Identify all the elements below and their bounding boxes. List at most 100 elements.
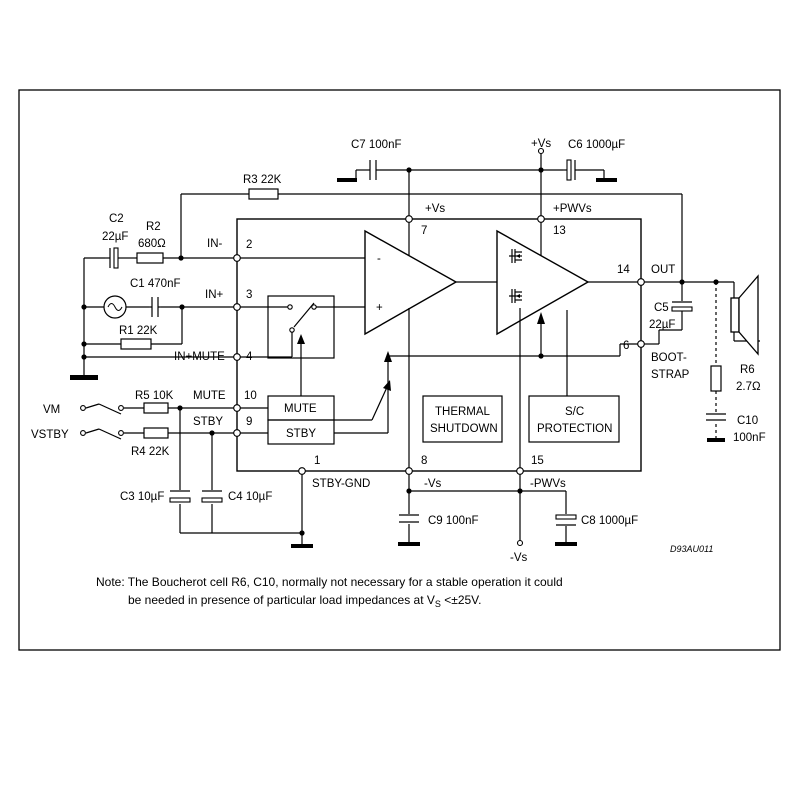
junction: [713, 279, 719, 285]
minus-vs-terminal: [516, 539, 524, 547]
label-r4: R4 22K: [131, 446, 170, 458]
outer-frame: [18, 89, 781, 651]
capacitor-c7: [364, 160, 380, 180]
junction: [406, 167, 412, 173]
label-thermal-line2: SHUTDOWN: [430, 423, 498, 435]
pin-4: 4: [246, 351, 253, 363]
junction: [177, 405, 183, 411]
label-c9: C9 100nF: [428, 515, 479, 527]
label-r2: R2: [146, 221, 161, 233]
capacitor-c3: [169, 490, 191, 503]
pin-3: 3: [246, 289, 252, 301]
label-out: OUT: [651, 264, 675, 276]
label-bootstrap-line1: BOOT-: [651, 352, 687, 364]
pin-14: 14: [617, 264, 630, 276]
capacitor-c8: [555, 514, 577, 526]
capacitor-c2: [105, 247, 121, 269]
label-opamp-minus: -: [377, 253, 381, 265]
stby-block: [267, 419, 335, 445]
vs-top-terminal: [537, 147, 545, 155]
label-stby-block: STBY: [286, 428, 316, 440]
thermal-shutdown-block: [422, 395, 503, 443]
speaker: [730, 274, 759, 356]
label-mute-block: MUTE: [284, 403, 317, 415]
label-in-minus: IN-: [207, 238, 223, 250]
capacitor-c9: [399, 514, 419, 523]
junction: [538, 353, 544, 359]
pin-2: 2: [246, 239, 252, 251]
bottom-supply-network: [398, 474, 577, 546]
label-minus-vs: -Vs: [424, 478, 442, 490]
preamp-opamp: [364, 229, 458, 336]
label-in-mute: IN+MUTE: [174, 351, 225, 363]
junction: [81, 354, 87, 360]
input-selector-switch: [237, 302, 365, 358]
junction: [179, 304, 185, 310]
label-c4: C4 10µF: [228, 491, 272, 503]
label-c1: C1 470nF: [130, 278, 181, 290]
standby-capacitors: [179, 408, 313, 548]
component-labels: C7 100nF +Vs C6 1000µF R3 22K +Vs +PWVs …: [31, 138, 766, 564]
label-drawing-code: D93AU011: [670, 544, 713, 554]
label-c10: C10: [737, 415, 758, 427]
feedback-network: [180, 193, 683, 282]
label-c6: C6 1000µF: [568, 139, 625, 151]
label-r2-value: 680Ω: [138, 238, 166, 250]
junction: [299, 530, 305, 536]
label-minus-pwvs: -PWVs: [530, 478, 566, 490]
label-opamp-plus: +: [376, 302, 383, 314]
junction: [679, 279, 685, 285]
capacitor-c5: [671, 301, 693, 312]
pin-9: 9: [246, 416, 252, 428]
label-c8: C8 1000µF: [581, 515, 638, 527]
label-r6: R6: [740, 364, 755, 376]
capacitor-c6: [563, 159, 578, 181]
label-vs-top: +Vs: [531, 138, 551, 150]
signal-source: [103, 295, 127, 319]
label-c5-value: 22µF: [649, 319, 675, 331]
label-stby-pin: STBY: [193, 416, 223, 428]
pin-15: 15: [531, 455, 544, 467]
label-bootstrap-line2: STRAP: [651, 369, 690, 381]
label-r3: R3 22K: [243, 174, 282, 186]
label-c7: C7 100nF: [351, 139, 402, 151]
junction: [81, 341, 87, 347]
pin-13: 13: [553, 225, 566, 237]
label-in-plus: IN+: [205, 289, 224, 301]
label-vs-bottom: -Vs: [510, 552, 528, 564]
label-c5: C5: [654, 302, 669, 314]
label-c10-value: 100nF: [733, 432, 766, 444]
sc-protection-block: [528, 395, 620, 443]
capacitor-c1: [149, 297, 161, 317]
capacitor-c4: [201, 490, 223, 503]
note-line-2-end: <±25V.: [441, 593, 482, 607]
note-line-2-start: be needed in presence of particular load…: [128, 593, 435, 607]
note-line-1: Note: The Boucherot cell R6, C10, normal…: [96, 575, 563, 589]
note-line-2-subscript: S: [435, 599, 441, 609]
label-vm: VM: [43, 404, 60, 416]
resistor-r2: [136, 252, 164, 264]
pin-8: 8: [421, 455, 427, 467]
label-thermal-line1: THERMAL: [435, 406, 491, 418]
junction: [81, 304, 87, 310]
pin-7: 7: [421, 225, 427, 237]
label-vstby: VSTBY: [31, 429, 69, 441]
label-sc-line2: PROTECTION: [537, 423, 612, 435]
footnote: Note: The Boucherot cell R6, C10, normal…: [96, 575, 563, 609]
input-network: [70, 257, 237, 380]
junction: [538, 167, 544, 173]
label-sc-line1: S/C: [565, 406, 584, 418]
pin-1: 1: [314, 455, 320, 467]
resistor-r1: [120, 338, 152, 350]
junction: [209, 430, 215, 436]
label-mute-pin: MUTE: [193, 390, 226, 402]
label-r5: R5 10K: [135, 390, 174, 402]
resistor-r5: [143, 402, 169, 414]
pin-6: 6: [623, 340, 629, 352]
label-pin-vs: +Vs: [425, 203, 445, 215]
capacitor-c10: [706, 413, 726, 421]
label-c3: C3 10µF: [120, 491, 164, 503]
label-r1: R1 22K: [119, 325, 158, 337]
pin-10: 10: [244, 390, 257, 402]
pin-numbers: 2 3 4 10 9 1 7 13 14 6 8 15: [244, 225, 630, 467]
